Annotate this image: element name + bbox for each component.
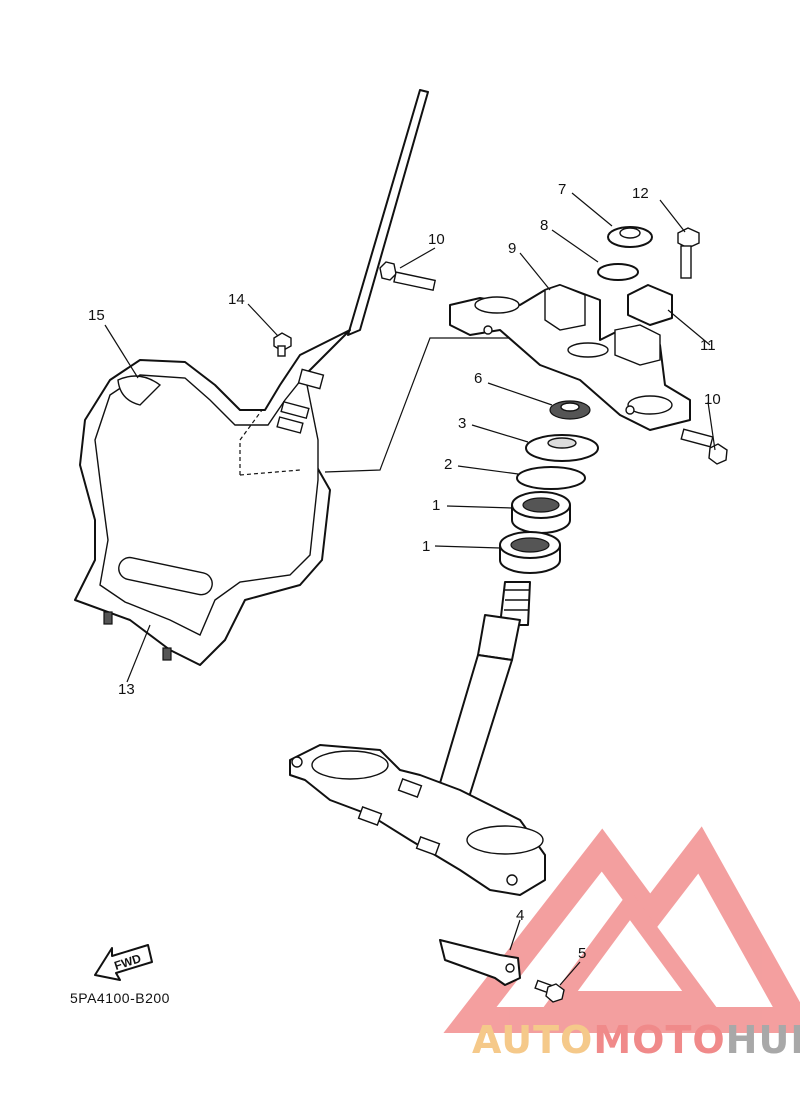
handlebar-holder-11 [627,284,673,326]
callout-3: 3 [458,415,466,432]
callout-numbers: 7 12 8 10 9 14 15 11 6 10 3 2 1 1 13 4 5 [88,181,721,962]
callout-14: 14 [228,291,245,308]
washer-8 [597,263,639,281]
lower-bracket-stem [289,581,546,896]
watermark-logo [443,826,800,1033]
ring-nut-6 [549,400,591,420]
cover-3 [525,434,599,462]
routing-line [324,337,560,473]
bolt-14 [273,332,292,357]
callout-4: 4 [516,907,524,924]
callout-2: 2 [444,456,452,473]
upper-bracket [449,284,691,431]
watermark-hub: HUB [725,1018,800,1062]
fwd-arrow: FWD [94,944,153,981]
bolt-10-left [379,261,436,292]
seal-2 [516,466,586,490]
watermark-moto: MOTO [593,1018,726,1062]
callout-6: 6 [474,370,482,387]
bolt-12 [677,227,700,279]
number-plate [74,89,429,666]
callout-5: 5 [578,945,586,962]
leader-lines [104,192,716,986]
bearing-1-upper [511,491,571,534]
bolt-10-right [680,428,728,465]
callout-7: 7 [558,181,566,198]
bearing-1-lower [499,531,561,574]
watermark-text: AUTOMOTOHUB [472,1018,800,1062]
callout-12: 12 [632,185,649,202]
callout-1-lower: 1 [422,538,430,555]
callout-11: 11 [700,337,716,354]
drawing-code: 5PA4100-B200 [70,990,170,1006]
callout-15: 15 [88,307,105,324]
watermark-auto: AUTO [472,1018,594,1062]
callout-8: 8 [540,217,548,234]
cable-guide-4 [439,939,521,986]
callout-10-right: 10 [704,391,721,408]
callout-1-upper: 1 [432,497,440,514]
nut-7 [607,226,653,248]
bolt-5 [534,979,565,1003]
callout-13: 13 [118,681,135,698]
callout-9: 9 [508,240,516,257]
callout-10-left: 10 [428,231,445,248]
